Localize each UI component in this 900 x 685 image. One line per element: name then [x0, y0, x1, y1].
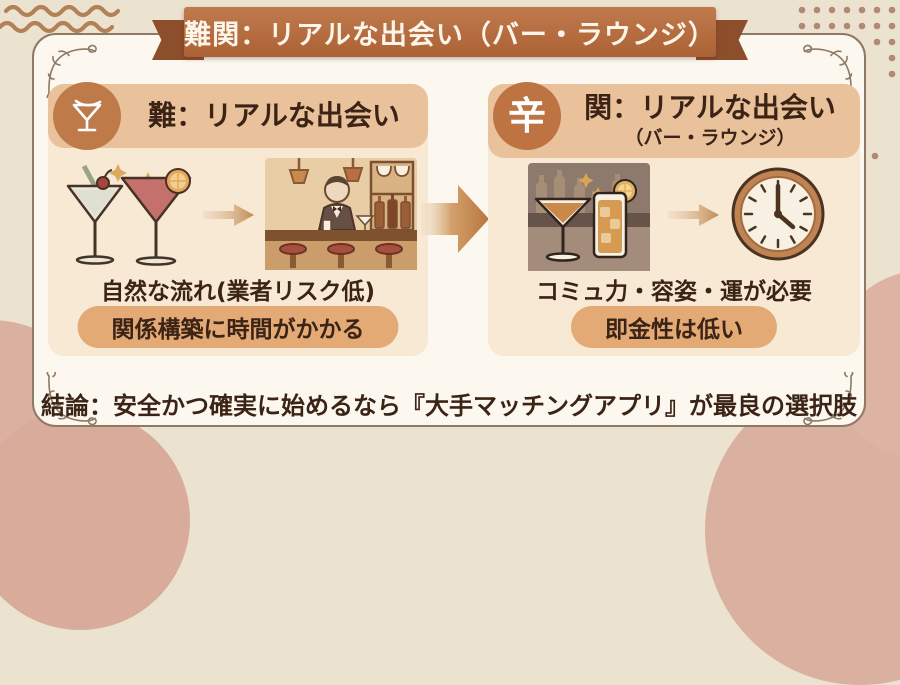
pink-blob-bottom-left-2	[0, 410, 190, 630]
banner-title: 難関：リアルな出会い（バー・ラウンジ）	[184, 19, 716, 51]
right-panel-badge: 辛	[493, 82, 561, 150]
left-panel-badge	[53, 82, 121, 150]
bartender-illustration	[265, 158, 417, 270]
right-panel-pill: 即金性は低い	[571, 306, 777, 348]
arrow-right-icon	[668, 204, 719, 226]
right-panel-caption: コミュ力・容姿・運が必要	[536, 279, 812, 305]
cocktail-glass-icon	[72, 99, 102, 132]
ribbon-band: 難関：リアルな出会い（バー・ラウンジ）	[184, 7, 716, 57]
panel-real-encounter-difficulty: 難：リアルな出会い	[48, 82, 428, 356]
left-panel-title: 難：リアルな出会い	[148, 99, 400, 133]
cocktail-glasses-illustration	[66, 164, 192, 266]
arrow-right-icon	[203, 204, 254, 226]
wavy-lines-decoration	[0, 4, 121, 34]
kanji-spicy-badge: 辛	[507, 94, 546, 138]
dot-grid-decoration	[798, 6, 896, 160]
right-panel-title: 関：リアルな出会い	[584, 90, 836, 124]
left-panel-pill: 関係構築に時間がかかる	[77, 306, 399, 348]
infographic-root: { "banner": { "title": "難関：リアルな出会い（バー・ラウ…	[0, 4, 900, 685]
left-panel-caption: 自然な流れ(業者リスク低)	[100, 279, 376, 305]
big-arrow-right-icon	[421, 185, 489, 253]
right-panel-subtitle: （バー・ラウンジ）	[624, 127, 796, 150]
clock-illustration	[731, 167, 825, 261]
bar-drinks-illustration	[528, 163, 650, 271]
conclusion-text: 結論：安全かつ確実に始めるなら『大手マッチングアプリ』が最良の選択肢	[41, 392, 857, 420]
panel-bar-lounge: 関：リアルな出会い （バー・ラウンジ） 辛	[488, 82, 860, 356]
ribbon-banner: 難関：リアルな出会い（バー・ラウンジ）	[152, 7, 748, 65]
